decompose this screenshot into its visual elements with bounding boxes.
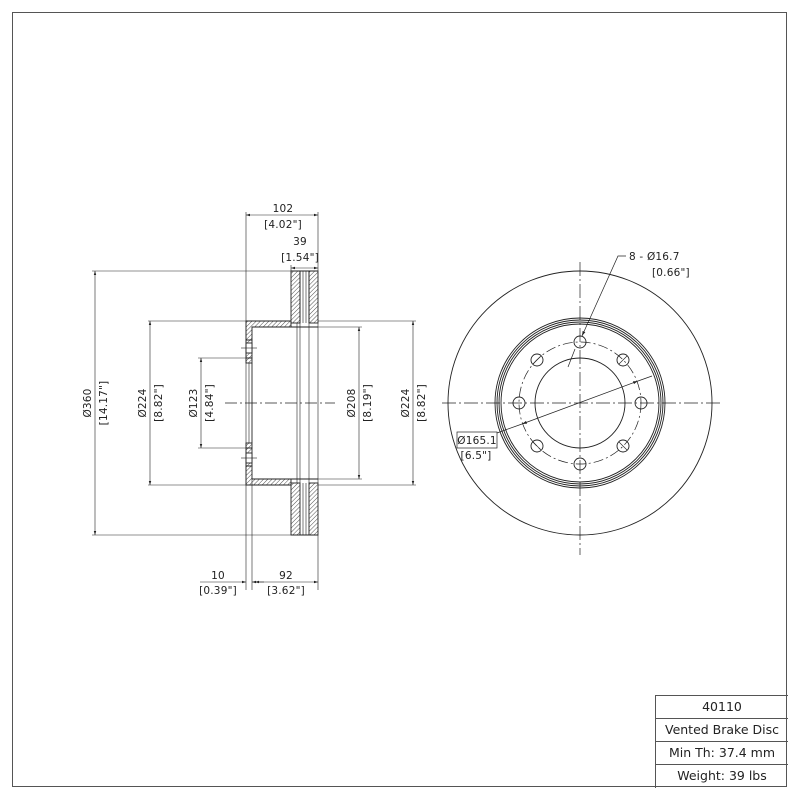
side-view-labels: 102 [4.02"] 39 [1.54"] Ø360 [14.17"] Ø22… (82, 203, 428, 597)
part-description: Vented Brake Disc (656, 719, 788, 742)
dim-flange-thickness-mm: 10 (211, 570, 225, 582)
dim-hat-od-right-in: [8.82"] (416, 384, 428, 422)
dim-overall-width-mm: 102 (273, 203, 294, 215)
front-view (442, 255, 720, 555)
dim-center-bore-mm: Ø123 (188, 388, 200, 417)
dim-center-bore-in: [4.84"] (204, 384, 216, 422)
dim-hat-od-right-mm: Ø224 (400, 388, 412, 417)
dim-hat-od-left-in: [8.82"] (153, 384, 165, 422)
dim-hat-depth-in: [3.62"] (267, 585, 305, 597)
dim-bolt-holes-in: [0.66"] (652, 267, 690, 279)
title-block: 40110 Vented Brake Disc Min Th: 37.4 mm … (655, 695, 788, 788)
drawing-frame (12, 12, 787, 787)
side-section-view (225, 270, 335, 536)
dim-outer-diameter-mm: Ø360 (82, 388, 94, 417)
dim-bolt-circle-mm: Ø165.1 (457, 435, 497, 447)
dim-bolt-circle-in: [6.5"] (461, 450, 492, 462)
dim-flange-thickness-in: [0.39"] (199, 585, 237, 597)
dim-outer-diameter-in: [14.17"] (98, 381, 110, 426)
min-thickness: Min Th: 37.4 mm (656, 742, 788, 765)
dim-overall-width-in: [4.02"] (264, 219, 302, 231)
side-view-dimensions (92, 212, 416, 590)
dim-hat-od-left-mm: Ø224 (137, 388, 149, 417)
outer-disc-circle (447, 270, 713, 536)
dim-hat-id-mm: Ø208 (346, 388, 358, 417)
dim-rotor-thickness-in: [1.54"] (281, 252, 319, 264)
part-number: 40110 (656, 696, 788, 719)
weight: Weight: 39 lbs (677, 768, 767, 783)
bolt-circle-label-box (456, 431, 498, 449)
front-view-labels: 8 - Ø16.7 [0.66"] Ø165.1 [6.5"] (457, 251, 690, 462)
dim-hat-depth-mm: 92 (279, 570, 293, 582)
dim-rotor-thickness-mm: 39 (293, 236, 307, 248)
dim-hat-id-in: [8.19"] (362, 384, 374, 422)
dim-bolt-holes-mm: 8 - Ø16.7 (629, 251, 680, 263)
